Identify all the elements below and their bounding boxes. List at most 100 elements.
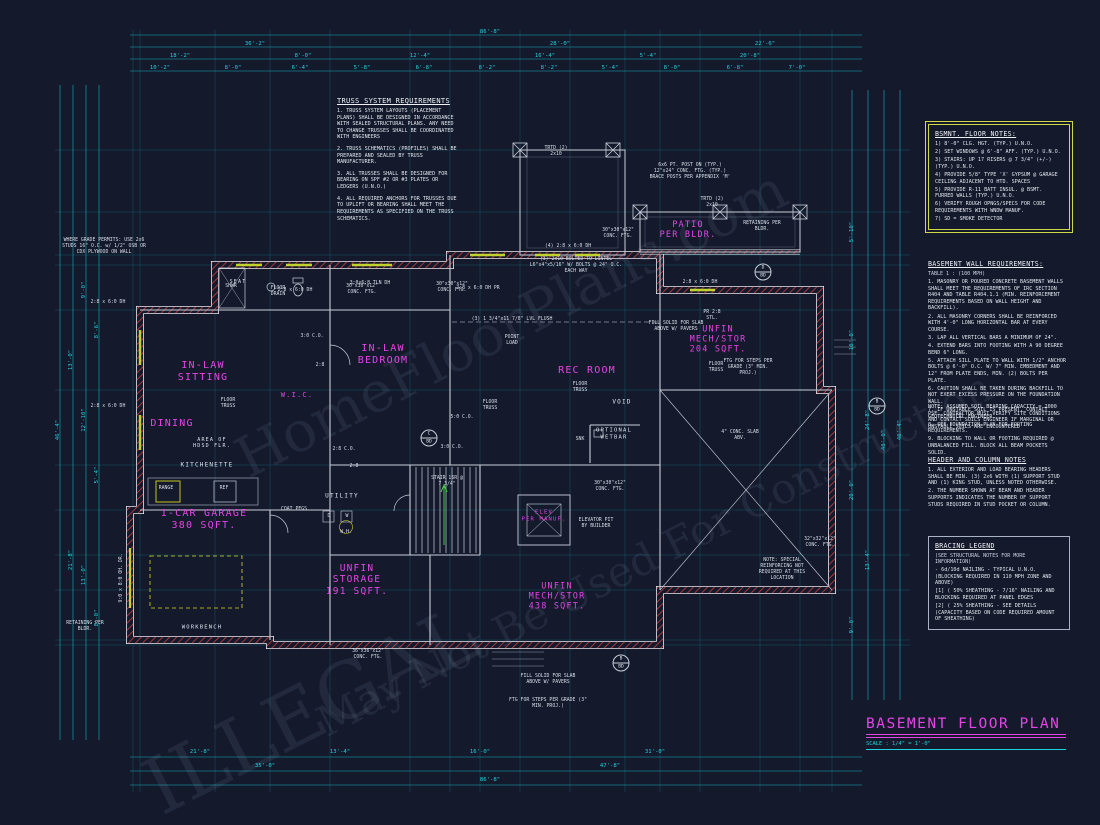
room-label-line: WORKBENCH [181, 624, 223, 631]
note-line: 5) PROVIDE R-11 BATT INSUL. @ BSMT. FURR… [935, 186, 1043, 200]
kitchenette-counter [147, 429, 604, 506]
note-body: 1. TRUSS SYSTEM LAYOUTS (PLACEMENT PLANS… [337, 108, 461, 222]
annotation-label: 5:0 C.O. [450, 415, 474, 421]
room-label: WORKBENCH [182, 625, 223, 632]
room-label-line: KITCHENETTE [180, 461, 234, 469]
room-label-line: 204 SQFT. [689, 345, 747, 356]
window-markers [138, 253, 715, 450]
annotation-label: 2:8 x 6:0 DH [90, 300, 126, 306]
bsmnt-floor-notes: BSMNT. FLOOR NOTES: 1) 8'-0" CLG. HGT. (… [925, 120, 1073, 234]
room-label-line: REC ROOM [558, 365, 616, 376]
dimension-label: 8'-2" [540, 65, 558, 71]
detail-callout-text: B [869, 399, 885, 407]
dimension-label: 8'-0" [94, 609, 100, 627]
dimension-label: 12'-4" [409, 53, 431, 59]
dimension-label: 5'-4" [639, 53, 657, 59]
note-line: 3. LAP ALL VERTICAL BARS A MINIMUM OF 24… [928, 334, 1057, 341]
annotation-label: 6x6 PT. POST ON (TYP.) 12"x24" CONC. FTG… [649, 163, 731, 180]
note-title: BRACING LEGEND [935, 542, 995, 550]
dimension-label: 10'-0" [849, 329, 855, 351]
scale-label: SCALE : [866, 741, 889, 747]
note-body: NOTE: ASSUMED SOIL BEARING CAPACITY = 20… [928, 404, 1060, 430]
note-line: 2. ALL MASONRY CORNERS SHALL BE REINFORC… [928, 313, 1057, 333]
dimension-label: 8'-0" [663, 65, 681, 71]
annotation-label: 30"x30"x12" CONC. FTG. [602, 228, 634, 239]
note-line: 2. TRUSS SCHEMATICS (PROFILES) SHALL BE … [337, 146, 457, 166]
room-label-line: ELEV [534, 509, 554, 516]
note-line: 3) STAIRS: UP 17 RISERS @ 7 3/4" (+/-) (… [935, 157, 1052, 170]
note-line: 8. SEE FOUNDATION PLAN FOR FOOTING REQUI… [928, 421, 1033, 435]
annotation-label: 4" CONC. SLAB ABV. [721, 430, 759, 441]
room-label-line: UTILITY [325, 492, 359, 500]
room-label-line: VOID [612, 398, 632, 406]
annotation-label: RETAINING PER BLDR. [66, 621, 104, 632]
room-label-line: 1-CAR GARAGE [160, 508, 248, 519]
annotation-label: TRTD (2) 2x10 [544, 146, 568, 157]
note-title: TRUSS SYSTEM REQUIREMENTS [337, 97, 450, 105]
room-label-line: 380 SQFT. [171, 520, 237, 531]
annotation-label: PR 2:8 STL. [703, 310, 721, 321]
dimension-label: 10'-2" [149, 65, 171, 71]
porch-patio [512, 142, 808, 256]
room-label-line: SITTING [177, 372, 229, 383]
note-line: 9. BLOCKING TO WALL OR FOOTING REQUIRED … [928, 436, 1054, 456]
dimension-label: 5'-8" [353, 65, 371, 71]
note-line: [1] ( 50% SHEATHING - 7/16" NAILING AND … [935, 588, 1055, 601]
annotation-label: 2:8 x 6:0 DH [90, 404, 126, 410]
room-label-line: DINING [150, 418, 194, 429]
annotation-label: 3:0 C.O. [440, 445, 464, 451]
note-line: 1. TRUSS SYSTEM LAYOUTS (PLACEMENT PLANS… [337, 108, 454, 141]
elevator-shaft [517, 494, 571, 546]
detail-callout-text: D [755, 265, 771, 273]
note-body: 1. ALL EXTERIOR AND LOAD BEARING HEADERS… [928, 467, 1068, 508]
annotation-label: W.H. [340, 530, 352, 536]
room-label-line: HDSD FLR. [193, 443, 231, 449]
dimension-label: 8'-0" [294, 53, 312, 59]
room-label-line: UNFIN [339, 562, 375, 574]
dimension-label: 8'-0" [224, 65, 242, 71]
dimension-label: 13'-0" [68, 349, 74, 371]
annotation-label: FLOOR DRAIN [270, 286, 286, 297]
dimension-label: 21'-8" [68, 549, 74, 571]
room-label-line: W.I.C. [280, 390, 314, 399]
annotation-label: (3) 1 3/4"x11 7/8" LVL FLUSH [471, 317, 553, 323]
scale-value: 1/4" = 1'-0" [891, 741, 931, 747]
utility-equipment [322, 510, 353, 534]
dimension-label: 8'-2" [478, 65, 496, 71]
room-label-line: UNFIN [541, 581, 573, 592]
note-body: 1) 8'-0" CLG. HGT. (TYP.) U.N.O.2) SET W… [935, 141, 1063, 223]
note-line: 4) PROVIDE 5/8" TYPE 'X' GYPSUM @ GARAGE… [935, 171, 1058, 185]
dimension-label: 35'-0" [254, 763, 276, 769]
annotation-label: POINT LOAD [504, 335, 520, 346]
annotation-label: FLOOR TRUSS [482, 400, 498, 411]
room-label-line: OPTIONAL [595, 427, 633, 434]
room-label-line: PATIO [672, 219, 704, 230]
note-title: BASEMENT WALL REQUIREMENTS: [928, 260, 1044, 268]
scale-row: SCALE : 1/4" = 1'-0" [866, 741, 1066, 750]
dimension-label: 46'-4" [897, 419, 903, 441]
dimension-label: 86'-8" [479, 29, 501, 35]
dimension-label: 36'-2" [244, 41, 266, 47]
annotation-label: NOTE: SPECIAL REINFORCING NOT REQUIRED A… [758, 558, 806, 581]
note-line: 1) 8'-0" CLG. HGT. (TYP.) U.N.O. [935, 141, 1034, 147]
detail-callout-text: B [613, 656, 629, 664]
annotation-label: TRTD (2) 2x10 [700, 197, 724, 208]
annotation-label: SNK [575, 437, 585, 443]
annotation-label: 2:8 x 6:0 DH PR [456, 286, 500, 292]
annotation-label: D [327, 514, 331, 520]
dimension-label: 20'-0" [849, 479, 855, 501]
annotation-label: 2:8 x 6:0 DH [682, 280, 718, 286]
annotation-label: 2:8 C.O. [332, 447, 356, 453]
annotation-label: WHERE GRADE PERMITS: USE 2x6 STUDS 16" O… [62, 238, 146, 255]
dimension-label: 5'-4" [601, 65, 619, 71]
construction-grid [55, 30, 910, 792]
dimension-label: 13'-4" [329, 749, 351, 755]
room-label-line: UNFIN [702, 324, 734, 335]
annotation-label: REF [219, 486, 229, 492]
room-label-line: IN-LAW [181, 360, 225, 371]
